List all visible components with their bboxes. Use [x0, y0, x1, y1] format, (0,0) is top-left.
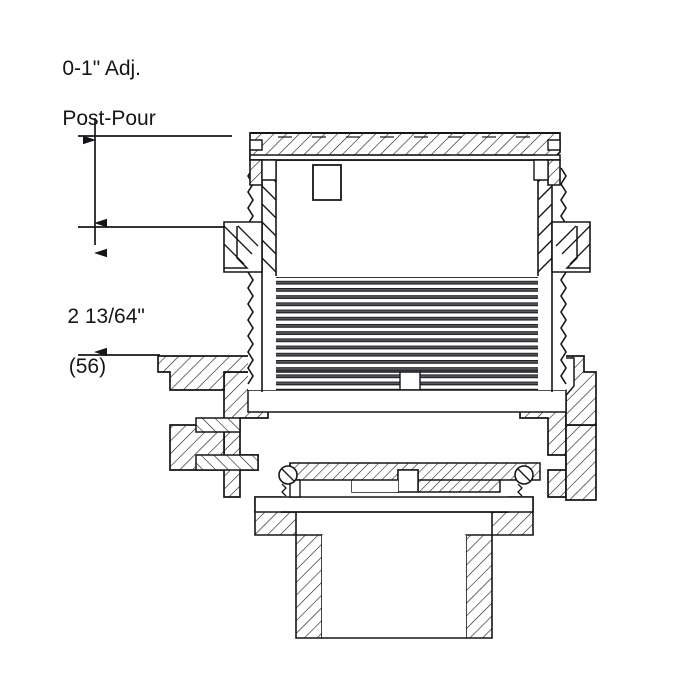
- dimension-annotations: [78, 118, 232, 357]
- strainer-body: [247, 240, 567, 413]
- center-riser-tab: [312, 164, 342, 201]
- height-line-2: (56): [68, 355, 107, 378]
- o-ring-seal-right: [514, 465, 534, 497]
- o-ring-seal-left: [278, 465, 298, 497]
- dimension-label-adjustment: 0-1" Adj. Post-Pour: [39, 31, 156, 156]
- dimension-label-height: 2 13/64" (56): [44, 279, 145, 429]
- adjustment-line-2: Post-Pour: [62, 107, 156, 130]
- drain-lower-body: [254, 496, 534, 536]
- top-cover-plate: [249, 132, 561, 186]
- inner-seat-plate: [289, 462, 541, 498]
- adjustment-line-1: 0-1" Adj.: [62, 57, 142, 80]
- height-line-1: 2 13/64": [67, 305, 145, 328]
- outlet-pipe: [295, 534, 493, 639]
